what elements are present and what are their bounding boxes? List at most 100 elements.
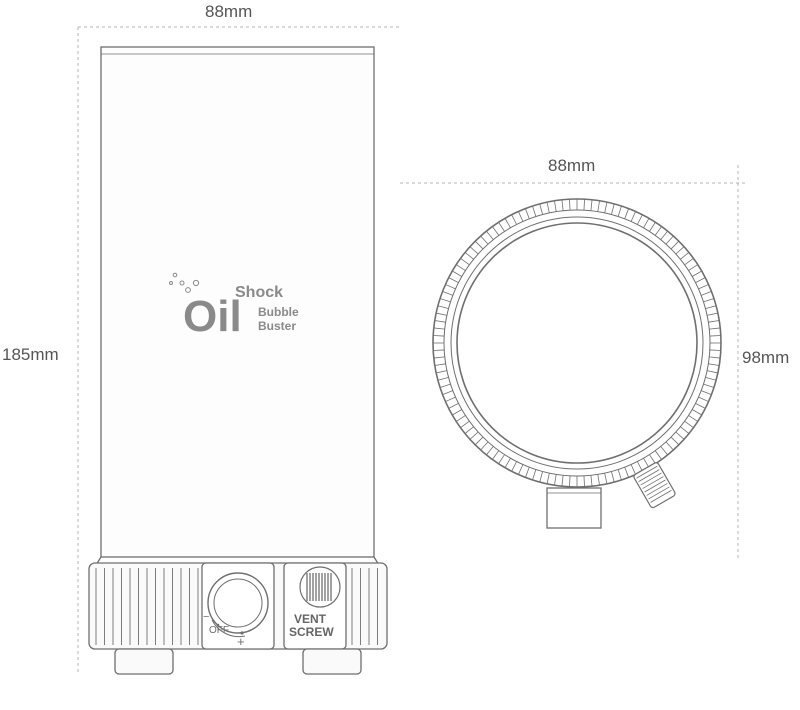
ring-tooth [670,436,680,446]
ring-tooth [649,222,656,232]
ring-tooth [680,426,690,434]
ring-tooth [604,473,608,484]
ring-tooth [684,420,694,428]
ring-tooth [649,454,656,464]
front-height-label: 185mm [2,345,59,364]
top-cylinder-opening [456,222,698,464]
ring-tooth [709,356,721,359]
ring-tooth [437,305,449,309]
bubble-icon [169,272,200,293]
ring-tooth [486,446,494,456]
ring-tooth [624,208,629,219]
top-control-protrusion [546,487,602,529]
ring-tooth [709,335,721,337]
ring-tooth [448,277,459,283]
dimension-lines [77,26,748,672]
ring-tooth [703,383,715,388]
ring-tooth [452,270,463,277]
top-vent-screw [633,462,676,509]
ring-tooth [480,441,489,451]
foot-left [114,648,174,675]
ring-tooth [433,356,445,359]
ring-tooth [434,363,446,366]
knob-inner [213,578,263,628]
ring-tooth [701,291,712,296]
ring-tooth [525,467,530,478]
ring-tooth [604,202,608,213]
ring-tooth [525,208,530,219]
ring-tooth [688,264,698,271]
ring-tooth [511,461,517,472]
ring-tooth [436,312,447,316]
screw-knurl-line [650,490,672,503]
ring-tooth [675,246,685,255]
ring-tooth [590,199,593,211]
ring-tooth [695,277,706,283]
ring-tooth [709,349,721,351]
ring-tooth [464,426,474,434]
screw-knurl-line [640,472,662,486]
ring-tooth [554,474,557,486]
ring-tooth [460,420,470,428]
ring-tooth [442,390,453,395]
ring-tooth [569,475,571,487]
vent-label-line-2: SCREW [289,625,334,639]
ring-tooth [665,441,674,451]
ring-tooth [439,383,451,388]
ring-tooth [597,474,600,486]
ring-tooth [433,349,445,351]
ring-tooth [504,218,511,229]
ring-tooth [708,363,720,366]
ring-tooth [583,475,585,487]
ring-tooth [518,464,524,475]
ring-tooth [486,230,494,240]
ring-tooth [665,235,674,245]
top-ring-inner [450,216,704,470]
ring-tooth [439,298,451,303]
logo-word-buster: Buster [258,319,296,333]
knob-scale-arc [211,619,246,638]
ring-tooth [660,230,668,240]
ring-tooth [597,200,600,212]
knob-off-label: OFF [209,625,229,636]
ring-tooth [464,252,474,260]
logo-big-letters: Oil [183,292,242,341]
ring-tooth [637,214,643,225]
ring-tooth [707,370,718,374]
vent-screw-outer [299,566,341,608]
ring-tooth [554,200,557,212]
top-knurled-ring-teeth [433,199,721,487]
ring-tooth [643,218,650,229]
control-labels: OFF − + VENT SCREW [203,611,334,649]
ring-tooth [518,211,524,222]
ring-tooth [474,436,484,446]
screw-knurl-line [646,483,668,496]
top-ring-mid [443,209,711,477]
ring-tooth [707,312,718,316]
ring-tooth [680,252,690,260]
ring-tooth [511,214,517,225]
ring-tooth [701,390,712,395]
logo-word-shock: Shock [235,284,283,301]
ring-tooth [630,464,636,475]
ring-tooth [445,396,456,402]
top-depth-label: 98mm [742,348,790,367]
top-view [432,198,722,529]
ring-tooth [492,450,500,460]
ring-tooth [434,320,446,323]
ring-tooth [590,475,593,487]
ring-tooth [433,335,445,337]
ring-tooth [532,469,537,481]
ring-tooth [643,457,650,468]
screw-knurl-line [636,465,658,479]
ring-tooth [695,403,706,409]
ring-tooth [617,469,622,481]
top-width-label: 88mm [548,156,596,175]
ring-tooth [456,264,466,271]
foot-right [302,648,362,675]
ring-tooth [654,450,662,460]
ring-tooth [474,240,484,250]
ring-tooth [532,205,537,217]
ring-tooth [624,467,629,478]
